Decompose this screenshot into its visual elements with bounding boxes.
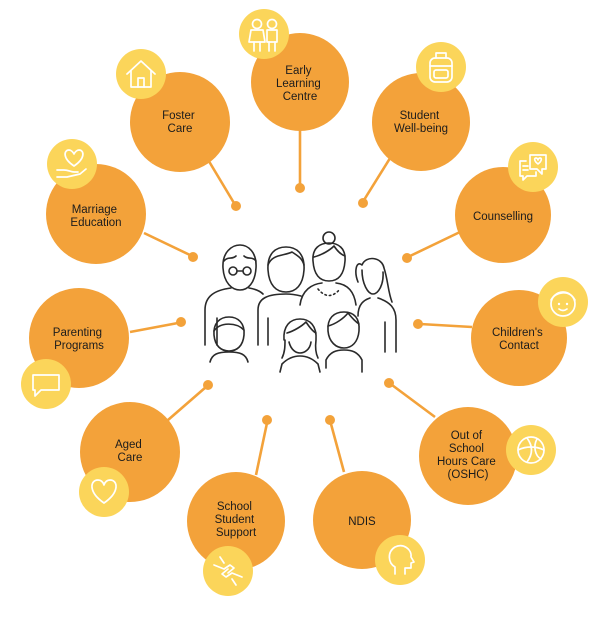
node-aged-care[interactable]: Aged Care: [79, 402, 180, 517]
connector-dot-parenting-programs: [176, 317, 186, 327]
helping-hands-icon: [203, 546, 253, 596]
heart-hand-icon: [47, 139, 97, 189]
node-childrens-contact[interactable]: Children's Contact: [471, 277, 588, 386]
connector-oshc: [391, 383, 436, 419]
node-label: Foster Care: [162, 110, 198, 135]
child-face-icon: [538, 277, 588, 327]
connector-aged-care: [167, 386, 207, 421]
node-label: Marriage Education: [70, 204, 121, 229]
boy-right-figure: [325, 311, 363, 373]
connector-dot-counselling: [402, 253, 412, 263]
connector-ndis: [329, 423, 346, 473]
connector-dot-early-learning-centre: [295, 183, 305, 193]
node-school-student-support[interactable]: School Student Support: [187, 472, 285, 596]
children-icon: [239, 9, 289, 59]
node-label: Early Learning Centre: [276, 65, 324, 103]
connector-dot-foster-care: [231, 201, 241, 211]
girl-figure: [279, 318, 321, 373]
connector-parenting-programs: [129, 321, 179, 334]
connector-dot-ndis: [325, 415, 335, 425]
connector-dot-aged-care: [203, 380, 213, 390]
connector-dot-childrens-contact: [413, 319, 423, 329]
node-circle: [251, 33, 349, 131]
connector-dot-marriage-education: [188, 252, 198, 262]
node-circle: [46, 164, 146, 264]
node-parenting-programs[interactable]: Parenting Programs: [21, 288, 129, 409]
chat-heart-icon: [508, 142, 558, 192]
node-circle: [419, 407, 517, 505]
connector-school-student-support: [254, 422, 269, 476]
node-circle: [130, 72, 230, 172]
node-label: NDIS: [348, 516, 376, 528]
node-marriage-education[interactable]: Marriage Education: [46, 139, 146, 264]
node-label: Aged Care: [115, 439, 145, 464]
head-profile-icon: [375, 535, 425, 585]
ball-icon: [506, 425, 556, 475]
node-student-wellbeing[interactable]: Student Well-being: [372, 42, 470, 171]
node-early-learning-centre[interactable]: Early Learning Centre: [239, 9, 349, 131]
backpack-icon: [416, 42, 466, 92]
node-label: Counselling: [473, 211, 533, 223]
connector-foster-care: [205, 157, 236, 204]
connector-dot-student-wellbeing: [358, 198, 368, 208]
node-label: Student Well-being: [394, 110, 448, 135]
connector-dot-oshc: [384, 378, 394, 388]
speech-bubble-icon: [21, 359, 71, 409]
house-icon: [116, 49, 166, 99]
connector-counselling: [409, 230, 461, 258]
connector-childrens-contact: [419, 322, 473, 329]
node-circle: [187, 472, 285, 570]
father-figure: [257, 246, 305, 346]
mother-figure: [355, 257, 397, 353]
boy-left-figure: [209, 316, 249, 363]
node-counselling[interactable]: Counselling: [455, 142, 558, 263]
connector-lines: [129, 128, 473, 476]
connector-marriage-education: [143, 231, 191, 257]
node-label: School Student Support: [215, 501, 258, 539]
node-label: Children's Contact: [492, 327, 546, 352]
node-circle: [372, 73, 470, 171]
node-ndis[interactable]: NDIS: [313, 471, 425, 585]
node-foster-care[interactable]: Foster Care: [116, 49, 230, 172]
node-label: Out of School Hours Care (OSHC): [437, 430, 499, 481]
family-icon: [204, 231, 397, 373]
node-label: Parenting Programs: [53, 327, 105, 352]
connector-student-wellbeing: [362, 154, 394, 201]
grandmother-figure: [299, 231, 357, 306]
heart-icon: [79, 467, 129, 517]
connector-dot-school-student-support: [262, 415, 272, 425]
node-oshc[interactable]: Out of School Hours Care (OSHC): [419, 407, 556, 505]
